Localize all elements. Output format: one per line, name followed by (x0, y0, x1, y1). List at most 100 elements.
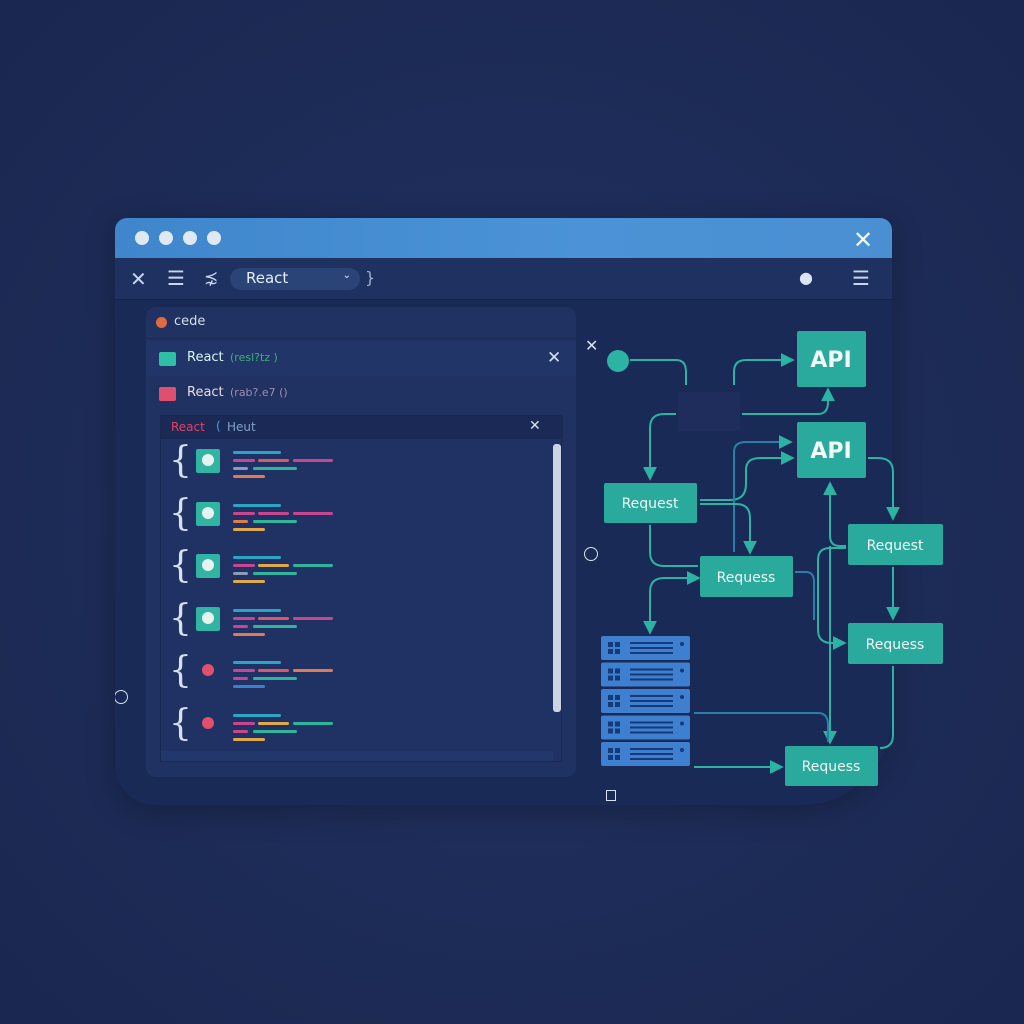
handle-square-icon[interactable] (606, 790, 616, 801)
code-line (258, 669, 289, 672)
framework-select[interactable]: React ⌄ (230, 268, 360, 290)
connector (742, 387, 835, 415)
code-line (258, 616, 289, 620)
code-line (253, 624, 297, 628)
server-unit[interactable] (601, 662, 690, 687)
app-window: ✕ ✕ ☰ ⋨ React ⌄ } ● ☰ cede React (resl?t… (115, 218, 892, 805)
code-line (293, 721, 333, 725)
node-label: API (810, 348, 851, 373)
code-line (293, 616, 333, 620)
server-unit[interactable] (601, 636, 690, 660)
panel-header: cede (146, 307, 576, 339)
code-area: {{{{{{ (161, 439, 551, 749)
code-line (233, 632, 265, 636)
code-line (293, 669, 333, 672)
file-label: React (187, 385, 224, 400)
node-label: Requess (802, 759, 861, 775)
code-line (233, 451, 281, 454)
node-request-d[interactable]: Requess (848, 623, 943, 664)
panel-title: cede (174, 314, 206, 329)
brace-glyph: { (169, 702, 192, 744)
code-line (233, 616, 255, 620)
code-line (233, 608, 281, 612)
code-line (233, 624, 248, 628)
window-dot[interactable] (159, 231, 173, 245)
connector (733, 353, 795, 385)
code-line (253, 467, 297, 470)
node-api-2[interactable]: API (797, 422, 866, 478)
server-stack[interactable] (601, 636, 690, 766)
framework-select-value: React (246, 269, 289, 287)
server-unit[interactable] (601, 715, 690, 740)
node-label: Request (622, 496, 679, 512)
node-api-1[interactable]: API (797, 331, 866, 387)
connector (733, 435, 793, 552)
close-icon[interactable]: ✕ (585, 336, 599, 355)
hamburger-icon[interactable]: ☰ (852, 266, 870, 290)
code-line (233, 669, 255, 672)
file-detail: (resl?tz ) (230, 351, 278, 364)
horizontal-scrollbar[interactable] (161, 751, 553, 761)
code-line (258, 721, 289, 725)
node-label: Requess (866, 637, 925, 653)
code-line (233, 713, 281, 717)
code-line (253, 729, 297, 733)
editor-tab-detail: Heut (227, 420, 256, 434)
code-line (233, 677, 248, 680)
brace-text: } (365, 268, 376, 287)
window-dot[interactable] (183, 231, 197, 245)
start-node[interactable] (607, 350, 629, 372)
server-unit[interactable] (601, 742, 690, 766)
code-line (233, 519, 248, 523)
component-icon (196, 501, 220, 526)
window-dot[interactable] (135, 231, 149, 245)
brace-glyph: { (169, 650, 192, 691)
node-request-a[interactable]: Request (604, 483, 697, 523)
placeholder-node[interactable] (678, 392, 740, 431)
user-icon[interactable]: ● (799, 268, 813, 287)
code-line (233, 572, 248, 575)
connector (700, 503, 757, 555)
node-request-c[interactable]: Request (848, 524, 943, 565)
brace-glyph: { (169, 545, 192, 586)
window-dot[interactable] (207, 231, 221, 245)
node-request-b[interactable]: Requess (700, 556, 793, 597)
scrollbar[interactable] (553, 444, 561, 712)
component-icon (196, 606, 220, 631)
code-line (233, 580, 265, 583)
code-line (233, 564, 255, 567)
code-line (233, 737, 265, 741)
brace-glyph: { (169, 440, 192, 481)
hamburger-icon[interactable]: ☰ (167, 266, 185, 290)
editor-tab-label: React (171, 420, 205, 434)
component-icon (196, 712, 220, 736)
editor-tab-bar: React ( Heut ✕ (161, 416, 563, 439)
code-line (233, 459, 255, 462)
code-line (233, 527, 265, 531)
close-icon[interactable]: ✕ (547, 348, 562, 368)
file-color-swatch (159, 387, 176, 401)
code-line (258, 564, 289, 567)
file-color-swatch (159, 352, 176, 366)
connector (643, 413, 676, 481)
filter-icon[interactable]: ⋨ (204, 268, 219, 288)
server-unit[interactable] (601, 689, 690, 713)
file-row[interactable]: React (rab?.e7 () (146, 377, 576, 412)
close-icon[interactable]: ✕ (529, 418, 541, 434)
code-editor[interactable]: React ( Heut ✕ {{{{{{ (160, 415, 563, 762)
code-line (253, 519, 297, 523)
close-icon[interactable]: ✕ (130, 267, 147, 291)
file-detail: (rab?.e7 () (230, 386, 288, 399)
node-request-e[interactable]: Requess (785, 746, 878, 786)
handle-circle-icon[interactable] (115, 690, 128, 704)
code-panel: cede React (resl?tz ) ✕ React (rab?.e7 (… (146, 307, 576, 777)
component-icon (196, 449, 220, 473)
node-label: Request (867, 538, 924, 554)
file-row[interactable]: React (resl?tz ) ✕ (146, 341, 576, 376)
code-line (293, 511, 333, 515)
code-line (293, 564, 333, 567)
close-icon[interactable]: ✕ (853, 226, 874, 254)
code-line (233, 467, 248, 470)
handle-circle-icon[interactable] (584, 547, 598, 561)
